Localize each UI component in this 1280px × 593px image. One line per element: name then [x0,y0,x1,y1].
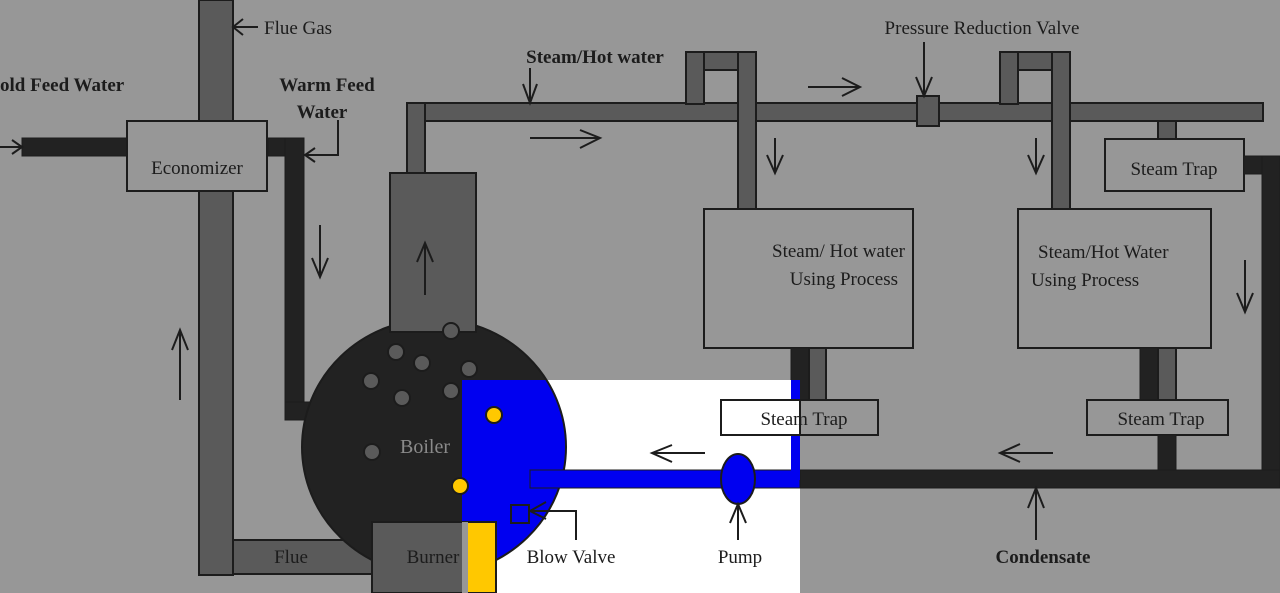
warm-feed-water-label-line2: Water [297,102,348,123]
boiler-label: Boiler [400,436,450,458]
flow-down-arrow-1 [766,138,784,176]
process-2-outlet-dark [1139,347,1159,401]
process-1-label-line2: Using Process [790,269,898,290]
steam-trap-top [1104,138,1245,192]
flow-down-arrow-feed [311,225,329,280]
flue-gas-callout-arrow [231,18,258,36]
cold-feed-arrow [0,139,24,155]
boiler-tube [362,372,380,390]
process-1-outlet-mid [808,347,827,404]
flow-left-arrow-1 [649,444,705,463]
cold-feed-water-label: old Feed Water [0,75,125,96]
condensate-return-line [799,469,1280,489]
boiler-tube [413,354,431,372]
warm-feed-callout-arrow [303,120,339,163]
flow-up-arrow-steam [416,240,434,295]
steam-trap-2-label: Steam Trap [1117,409,1204,430]
process-1-label-line1: Steam/ Hot water [772,241,906,262]
steam-loop-1-down [737,51,757,211]
boiler-tubes [362,322,503,495]
steam-loop-2-down [1051,51,1071,211]
arrows [0,18,1254,540]
cold-feed-pipe [21,137,129,157]
process-1-box [703,208,914,349]
boiler-tube [387,343,405,361]
flow-right-arrow-1 [530,129,603,149]
steam-trap-2 [1086,399,1229,436]
steam-trap-1-label: Steam Trap [760,409,847,430]
boiler-tube [442,382,460,400]
steam-trap-top-stem [1157,120,1177,140]
pressure-reduction-valve[interactable] [916,95,940,127]
prv-callout-arrow [915,42,933,99]
steam-trap-2-outlet [1157,434,1177,474]
condensate-label: Condensate [995,547,1090,568]
process-2-label-line2: Using Process [1031,270,1139,291]
flow-down-arrow-2 [1027,138,1045,176]
pump-callout-arrow [729,501,747,540]
pump[interactable] [720,453,756,505]
flow-right-arrow-2 [808,77,863,97]
blow-valve-label: Blow Valve [527,547,616,568]
steam-trap-1-right [799,399,879,436]
flow-left-arrow-2 [997,443,1053,463]
pressure-reduction-valve-label: Pressure Reduction Valve [885,18,1080,39]
steam-hot-water-label: Steam/Hot water [526,47,664,68]
boiler-steam-drum-overlay [389,172,477,333]
burner-label: Burner [407,547,460,568]
blow-valve-callout-arrow [527,501,577,540]
boiler-tube [393,389,411,407]
feed-pipe-highlight [529,469,800,489]
pump-label: Pump [718,547,762,568]
steam-main-header [406,102,1264,122]
steam-callout-arrow [522,68,538,106]
warm-feed-water-label-line1: Warm Feed [279,75,375,96]
steam-trap-top-label: Steam Trap [1130,159,1217,180]
process-2-label-line1: Steam/Hot Water [1038,242,1169,263]
process-2-box [1017,208,1212,349]
steam-loop-2-left [999,51,1019,105]
boiler-tube [363,443,381,461]
boiler-tube [442,322,460,340]
boiler-tube [460,360,478,378]
condensate-right-v [1261,155,1280,487]
flue-label: Flue [274,547,308,568]
condensate-callout-arrow [1027,485,1045,540]
burner-gap [462,522,468,593]
process-2-outlet-mid [1157,347,1177,401]
economizer-label: Economizer [151,158,243,179]
steam-riser [406,102,426,176]
flue-stack-lower [198,189,234,576]
boiler-tube-highlight [485,406,503,424]
warm-feed-pipe-v [284,137,305,421]
flue-stack-upper [198,0,234,123]
flue-gas-label: Flue Gas [264,18,332,39]
steam-loop-1-left [685,51,705,105]
blow-valve[interactable] [510,504,530,524]
boiler-tube-highlight [451,477,469,495]
flow-down-arrow-3 [1236,260,1254,315]
flow-up-arrow-flue [171,327,189,400]
economizer-box [126,120,268,192]
